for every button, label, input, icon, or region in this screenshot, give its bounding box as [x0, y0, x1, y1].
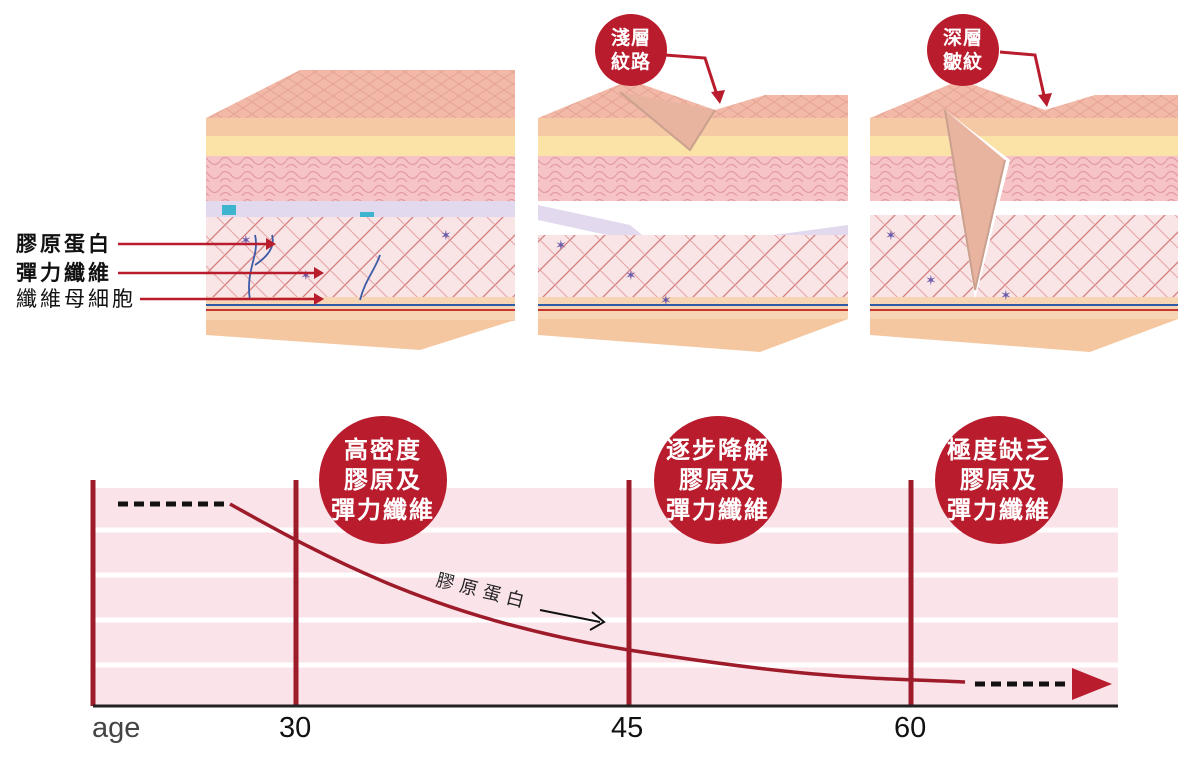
curve-arrowhead: [1072, 668, 1112, 700]
deep-wrinkle-badge: 深層 皺紋: [927, 14, 999, 86]
label-elastin: 彈力纖維: [16, 261, 112, 285]
badge-line: 膠原及: [960, 466, 1038, 494]
epidermis-cells: [206, 156, 515, 201]
badge-line: 極度缺乏: [947, 436, 1051, 464]
badge-line: 逐步降解: [666, 436, 770, 464]
stage-badge-deficient: 極度缺乏 膠原及 彈力纖維: [935, 416, 1063, 544]
deep-wrinkle-arrow: [999, 50, 1047, 101]
stage-badge-degrading: 逐步降解 膠原及 彈力纖維: [654, 416, 782, 544]
svg-text:✶: ✶: [625, 268, 637, 284]
age-axis-label: age: [92, 712, 141, 744]
badge-line: 紋路: [610, 51, 651, 73]
badge-line: 深層: [942, 27, 983, 49]
shallow-wrinkle-arrow: [664, 53, 720, 99]
skin-surface: [206, 70, 515, 118]
svg-text:✶: ✶: [440, 228, 452, 244]
collagen-curve: [229, 502, 966, 684]
skin-surface: [870, 80, 1178, 118]
svg-text:✶: ✶: [885, 228, 897, 244]
shallow-wrinkle-badge: 淺層 紋路: [595, 14, 667, 86]
svg-text:✶: ✶: [240, 233, 252, 249]
badge-line: 高密度: [344, 436, 422, 464]
badge-line: 彈力纖維: [666, 496, 770, 524]
svg-text:✶: ✶: [300, 268, 312, 284]
svg-text:✶: ✶: [660, 293, 672, 309]
svg-text:✶: ✶: [555, 238, 567, 254]
badge-line: 彈力纖維: [331, 496, 435, 524]
skin-block-deep-wrinkle: ✶ ✶ ✶: [870, 80, 1178, 352]
layer-label-arrows: [118, 238, 324, 305]
age-tick-45: 45: [611, 712, 644, 744]
badge-line: 彈力纖維: [947, 496, 1051, 524]
skin-block-shallow-wrinkle: ✶ ✶ ✶: [538, 80, 848, 352]
age-tick-60: 60: [894, 712, 927, 744]
svg-text:✶: ✶: [1000, 288, 1012, 304]
svg-text:✶: ✶: [925, 273, 937, 289]
age-tick-30: 30: [279, 712, 312, 744]
badge-line: 淺層: [610, 27, 651, 49]
epidermis-cells: [870, 156, 1178, 201]
dermis-fibers: [870, 215, 1178, 297]
skin-surface: [538, 80, 848, 118]
badge-line: 皺紋: [942, 51, 983, 73]
label-collagen: 膠原蛋白: [16, 232, 112, 256]
badge-line: 膠原及: [344, 466, 422, 494]
dermis-fibers: [538, 235, 848, 297]
badge-line: 膠原及: [679, 466, 757, 494]
skin-block-young: ✶ ✶ ✶: [206, 70, 515, 350]
epidermis-cells: [538, 156, 848, 201]
stage-badge-high-density: 高密度 膠原及 彈力纖維: [319, 416, 447, 544]
dermis-fibers: [206, 217, 515, 297]
label-fibroblast: 纖維母細胞: [16, 287, 136, 311]
collagen-timeline: [90, 480, 1118, 708]
